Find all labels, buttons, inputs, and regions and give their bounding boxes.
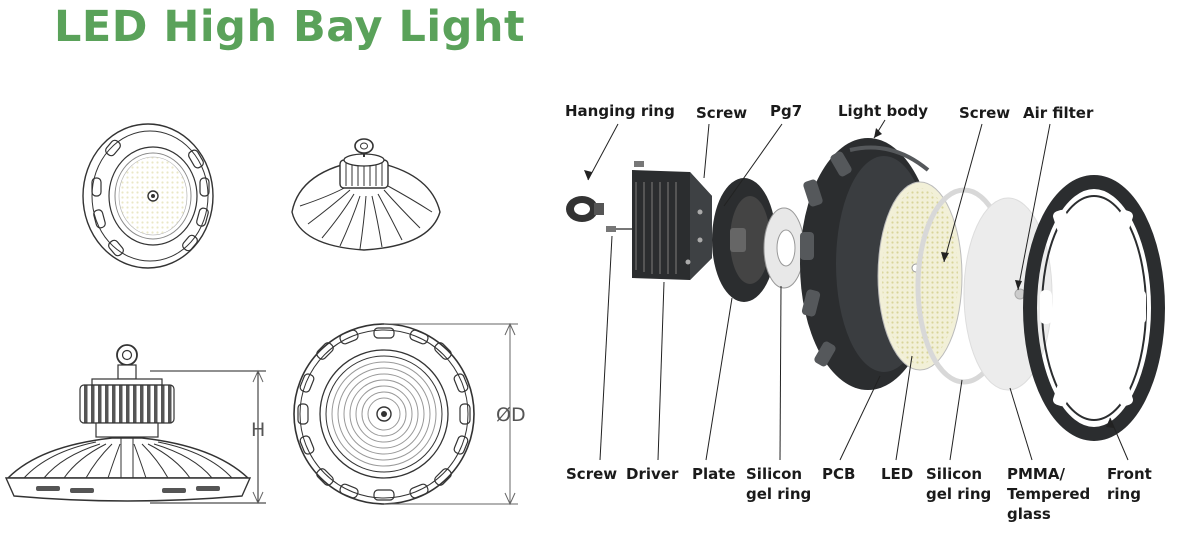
label-plate: Plate: [692, 465, 736, 483]
label-led: LED: [881, 465, 913, 483]
label-pcb: PCB: [822, 465, 855, 483]
height-dimension: [150, 369, 266, 505]
plan-view: ØD: [293, 322, 526, 506]
hanging-ring-part: [566, 196, 604, 222]
label-front-ring-a: Front: [1107, 465, 1152, 483]
label-front-ring-b: ring: [1107, 485, 1141, 503]
silicon-gel-ring-1-part: [763, 207, 805, 289]
label-driver: Driver: [626, 465, 679, 483]
label-pmma-c: glass: [1007, 505, 1051, 523]
label-pg7: Pg7: [770, 102, 802, 120]
label-pmma-b: Tempered: [1007, 485, 1090, 503]
diameter-label: ØD: [496, 404, 526, 426]
page-title: LED High Bay Light: [54, 2, 526, 52]
label-pmma-a: PMMA/: [1007, 465, 1065, 483]
height-label: H: [251, 419, 265, 441]
label-screw-top: Screw: [696, 104, 747, 122]
label-air-filter: Air filter: [1023, 104, 1094, 122]
label-silicon-gel-ring-1-b: gel ring: [746, 485, 811, 503]
label-silicon-gel-ring-1-a: Silicon: [746, 465, 802, 483]
label-silicon-gel-ring-2-a: Silicon: [926, 465, 982, 483]
driver-part: [632, 170, 712, 280]
label-hanging-ring: Hanging ring: [565, 102, 675, 120]
leader-lines: [587, 119, 1129, 461]
side-elevation-view: H: [4, 344, 266, 505]
label-screw-bottom: Screw: [566, 465, 617, 483]
diameter-dimension: [384, 322, 518, 506]
label-light-body: Light body: [838, 102, 928, 120]
angled-front-view: [82, 123, 214, 269]
exploded-view: Hanging ring Screw Pg7 Light body Screw …: [565, 102, 1165, 523]
top-perspective-view: [291, 138, 441, 251]
front-ring-part: [1023, 175, 1165, 441]
label-screw-top-2: Screw: [959, 104, 1010, 122]
screw-parts: [606, 161, 644, 232]
plate-part: [712, 178, 776, 302]
label-silicon-gel-ring-2-b: gel ring: [926, 485, 991, 503]
